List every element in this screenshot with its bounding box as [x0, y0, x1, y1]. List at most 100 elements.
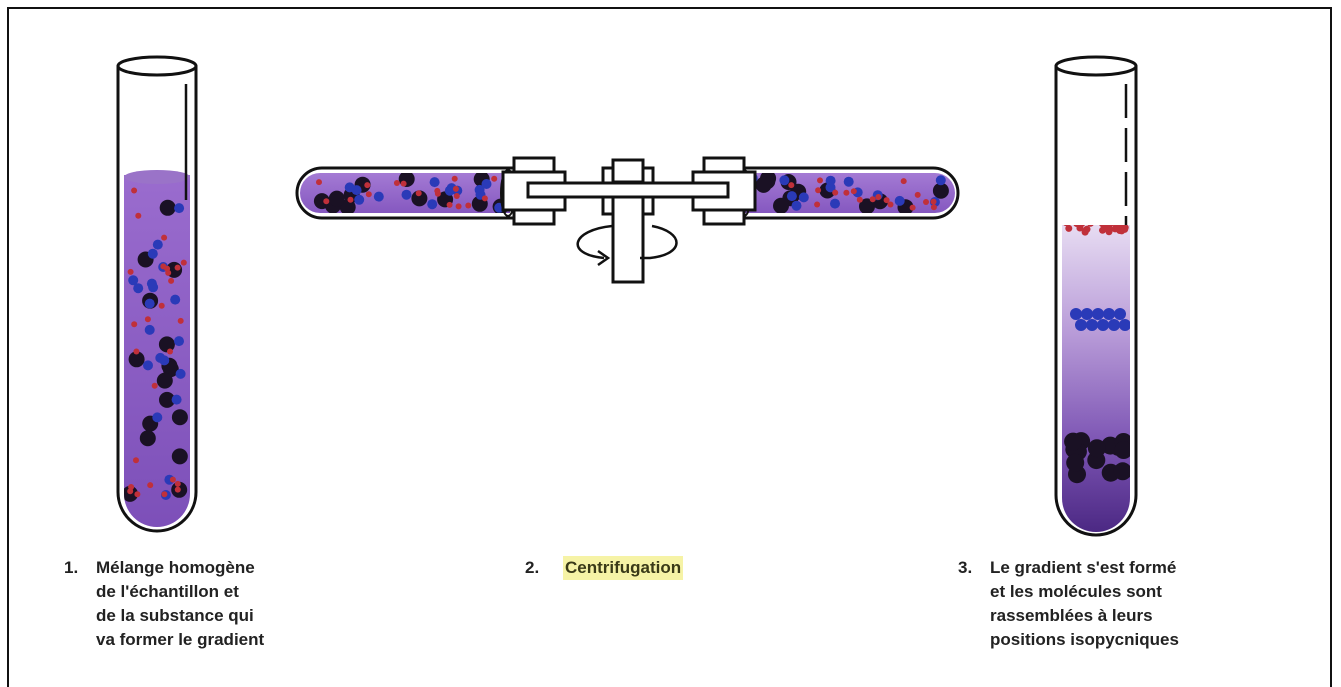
small-molecule [147, 482, 154, 489]
medium-molecule [159, 355, 170, 366]
medium-molecule [429, 177, 440, 188]
medium-molecule [843, 176, 854, 187]
large-molecule [328, 190, 345, 207]
shaft-cap [611, 158, 645, 184]
large-molecule [171, 448, 188, 465]
small-molecule-band [1101, 218, 1108, 225]
small-molecule [817, 177, 823, 184]
small-molecule [909, 204, 916, 211]
tube3-rim [1054, 55, 1138, 77]
step-3-number: 3. [958, 558, 973, 577]
step-3-line-2: et les molécules sont [990, 582, 1162, 601]
large-molecule [411, 190, 428, 207]
right-rotor-tube-glass [738, 166, 960, 220]
small-molecule-band [1112, 225, 1120, 226]
medium-molecule-band [1108, 319, 1120, 331]
small-molecule [128, 484, 135, 490]
medium-molecule [825, 175, 836, 186]
step-1-line-2: de l'échantillon et [96, 582, 239, 601]
small-molecule [133, 348, 140, 355]
small-molecule [174, 486, 181, 493]
medium-molecule [144, 324, 155, 335]
medium-molecule [401, 189, 412, 200]
small-molecule [875, 194, 882, 200]
medium-molecule [144, 298, 155, 309]
small-molecule [850, 188, 857, 195]
medium-molecule [152, 412, 163, 423]
medium-molecule [133, 283, 144, 294]
tube3-bands [1062, 218, 1130, 484]
tube3-gradient-liquid [1062, 225, 1130, 532]
small-molecule [169, 476, 176, 483]
left-rotor-tube-glass [295, 166, 516, 220]
small-molecule [161, 491, 168, 498]
large-molecule-band [1066, 453, 1085, 472]
step-1-line-3: de la substance qui [96, 606, 254, 625]
medium-molecule [830, 198, 840, 209]
medium-molecule [894, 195, 905, 206]
step-1-line-1: Mélange homogène [96, 558, 255, 577]
large-molecule [156, 372, 173, 389]
small-molecule [832, 189, 839, 196]
step-1-number: 1. [64, 558, 79, 577]
medium-molecule-band [1114, 308, 1126, 320]
small-molecule [883, 197, 890, 204]
small-molecule [453, 193, 460, 199]
large-molecule [773, 197, 789, 213]
large-molecule [128, 351, 145, 368]
small-molecule-band [1099, 225, 1107, 226]
small-molecule [135, 212, 142, 219]
medium-molecule [935, 175, 946, 186]
small-molecule [161, 234, 168, 241]
small-molecule [930, 198, 937, 205]
small-molecule [151, 382, 158, 389]
tube1-rim [116, 55, 198, 77]
small-molecule [364, 182, 371, 189]
small-molecule [415, 190, 422, 197]
step-2-number: 2. [525, 558, 540, 577]
medium-molecule [171, 394, 182, 405]
large-molecule [171, 409, 188, 426]
small-molecule-band [1073, 225, 1081, 226]
small-molecule [168, 277, 175, 284]
small-molecule [365, 191, 372, 198]
small-molecule [164, 265, 171, 272]
medium-molecule [779, 175, 790, 186]
small-molecule [347, 196, 354, 203]
small-molecule [887, 201, 894, 208]
small-molecule [856, 196, 863, 203]
small-molecule [788, 182, 795, 189]
medium-molecule [128, 275, 139, 286]
small-molecule-band [1105, 225, 1113, 230]
medium-molecule-band [1081, 308, 1093, 320]
small-molecule [481, 195, 488, 202]
small-molecule [131, 187, 138, 194]
medium-molecule [174, 336, 184, 347]
step-3-line-4: positions isopycniques [990, 630, 1179, 649]
small-molecule [491, 175, 498, 182]
step-3-line-3: rassemblées à leurs [990, 606, 1153, 625]
small-molecule [815, 187, 822, 194]
medium-molecule [170, 294, 181, 305]
large-molecule-band [1064, 432, 1083, 451]
small-molecule-band [1118, 225, 1126, 226]
small-molecule-band [1083, 226, 1090, 234]
tube1-glass [116, 66, 198, 533]
medium-molecule [174, 203, 185, 214]
medium-molecule-band [1103, 308, 1115, 320]
small-molecule [144, 316, 151, 323]
medium-molecule [175, 368, 186, 379]
medium-molecule [798, 192, 809, 203]
small-molecule [869, 196, 876, 203]
small-molecule [923, 199, 929, 205]
medium-molecule [354, 194, 365, 205]
small-molecule-band [1109, 225, 1117, 226]
large-molecule [859, 198, 875, 213]
medium-molecule [344, 182, 355, 193]
right-rotor-tube-particles [747, 173, 949, 213]
small-molecule [814, 201, 821, 208]
medium-molecule [427, 199, 438, 210]
small-molecule [455, 203, 462, 210]
large-molecule [139, 430, 156, 447]
small-molecule [393, 180, 400, 186]
